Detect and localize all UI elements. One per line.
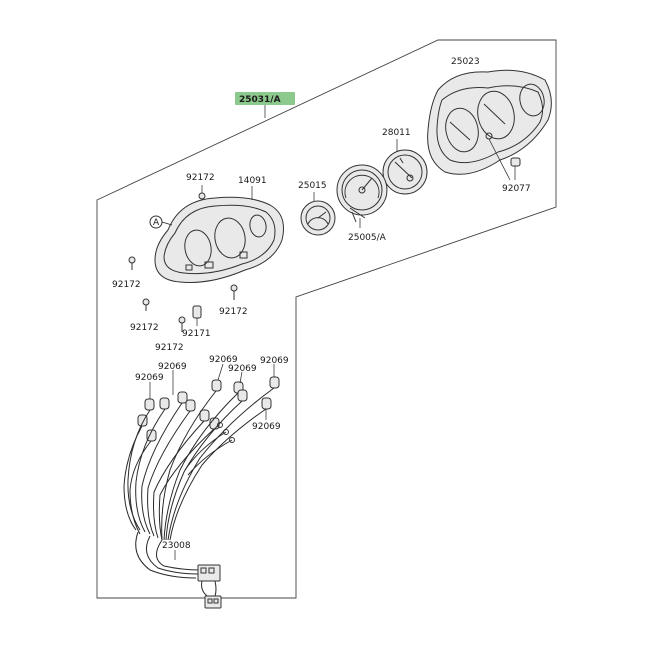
face-plate-28011[interactable]	[382, 139, 428, 195]
label-92069-6: 92069	[252, 422, 281, 432]
label-25015: 25015	[298, 181, 327, 191]
wire-harness-23008[interactable]	[123, 387, 275, 609]
assembly-boundary	[96, 39, 557, 599]
label-28011: 28011	[382, 128, 411, 138]
main-part-label[interactable]: 25031/A	[235, 92, 295, 118]
leader-92069-4	[239, 371, 243, 384]
leader-92069-3	[217, 363, 224, 381]
label-92069-2: 92069	[158, 362, 187, 372]
label-23008: 23008	[162, 541, 191, 551]
meter-case-14091[interactable]	[154, 186, 284, 283]
label-92069-3: 92069	[209, 355, 238, 365]
label-14091: 14091	[238, 176, 267, 186]
label-25005: 25005/A	[348, 233, 387, 243]
callout-a-text: A	[153, 218, 160, 228]
label-92069-5: 92069	[260, 356, 289, 366]
label-92172-right: 92172	[219, 307, 248, 317]
label-92172-bottom: 92172	[155, 343, 184, 353]
screw-92172-mid[interactable]	[142, 298, 150, 311]
screw-92172-top[interactable]	[198, 185, 206, 200]
screw-92172-left[interactable]	[128, 256, 136, 270]
label-92172-left: 92172	[112, 280, 141, 290]
bulb-socket-group[interactable]	[137, 376, 280, 443]
label-25023: 25023	[451, 57, 480, 67]
speedometer-25005[interactable]	[336, 164, 388, 228]
clamp-92171[interactable]	[192, 305, 202, 326]
gauge-25015[interactable]	[300, 192, 336, 236]
meter-cover-25023[interactable]	[427, 69, 552, 181]
main-label-text: 25031/A	[239, 95, 281, 105]
label-92172-mid: 92172	[130, 323, 159, 333]
screw-92172-right[interactable]	[230, 284, 238, 300]
label-92077: 92077	[502, 184, 531, 194]
screw-92172-bottom[interactable]	[178, 316, 186, 332]
label-92069-4: 92069	[228, 364, 257, 374]
label-92172-top: 92172	[186, 173, 215, 183]
grommet-92077[interactable]	[510, 157, 521, 180]
callout-a[interactable]: A	[149, 215, 173, 229]
label-92171: 92171	[182, 329, 211, 339]
main-label-highlight	[235, 92, 295, 105]
label-92069-1: 92069	[135, 373, 164, 383]
